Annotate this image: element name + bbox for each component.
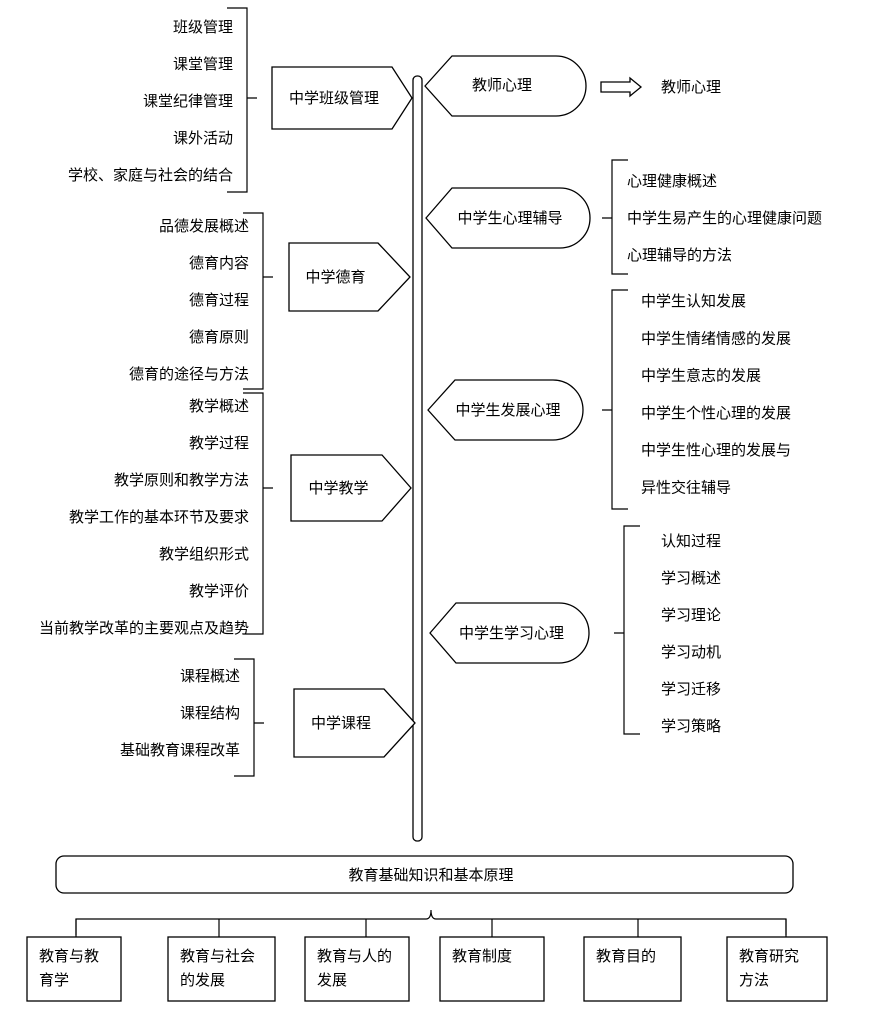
left-group-node-1 xyxy=(288,242,411,312)
right-group-node-2 xyxy=(429,602,590,664)
left-group-0-item-4: 学校、家庭与社会的结合 xyxy=(68,166,233,184)
base-box-0 xyxy=(26,936,122,1002)
left-group-bracket-2 xyxy=(243,392,273,635)
right-group-2-item-4: 学习迁移 xyxy=(661,680,721,698)
base-box-2-line-0: 教育与人的 xyxy=(317,947,392,965)
left-group-2-item-4: 教学组织形式 xyxy=(159,545,249,563)
right-top-title: 教师心理 xyxy=(472,76,532,94)
right-group-0-item-0: 心理健康概述 xyxy=(627,172,717,190)
right-group-node-0 xyxy=(425,187,591,249)
right-group-2-item-5: 学习策略 xyxy=(661,717,721,735)
left-group-2-item-5: 教学评价 xyxy=(189,582,249,600)
left-group-1-item-3: 德育原则 xyxy=(189,328,249,346)
left-group-1-item-0: 品德发展概述 xyxy=(159,217,249,235)
right-group-2-item-3: 学习动机 xyxy=(661,643,721,661)
left-group-title-2: 中学教学 xyxy=(308,479,368,497)
left-group-bracket-1 xyxy=(243,212,273,390)
right-group-0-item-2: 心理辅导的方法 xyxy=(627,246,732,264)
base-title-box xyxy=(55,855,794,894)
left-group-3-item-0: 课程概述 xyxy=(180,667,240,685)
left-group-0-item-2: 课堂纪律管理 xyxy=(143,92,233,110)
right-group-title-2: 中学生学习心理 xyxy=(459,624,564,642)
base-box-4-line-0: 教育目的 xyxy=(596,947,656,965)
left-group-bracket-3 xyxy=(234,658,264,777)
left-group-title-1: 中学德育 xyxy=(305,268,365,286)
left-group-1-item-4: 德育的途径与方法 xyxy=(129,365,249,383)
right-group-bracket-0 xyxy=(602,159,628,275)
base-box-2 xyxy=(304,936,410,1002)
right-group-title-0: 中学生心理辅导 xyxy=(457,209,562,227)
left-group-node-2 xyxy=(290,454,412,522)
base-box-0-line-1: 育学 xyxy=(39,971,69,989)
base-box-5-line-1: 方法 xyxy=(739,971,769,989)
left-group-2-item-2: 教学原则和教学方法 xyxy=(114,471,249,489)
base-box-1-line-1: 的发展 xyxy=(180,971,225,989)
left-group-2-item-0: 教学概述 xyxy=(189,397,249,415)
right-group-2-item-2: 学习理论 xyxy=(661,606,721,624)
left-group-3-item-2: 基础教育课程改革 xyxy=(120,741,240,759)
right-group-node-1 xyxy=(427,379,584,441)
left-group-1-item-1: 德育内容 xyxy=(189,254,249,272)
base-box-4 xyxy=(583,936,682,1002)
right-top-node xyxy=(424,55,587,117)
right-group-1-item-1: 中学生情绪情感的发展 xyxy=(641,329,791,347)
base-box-5-line-0: 教育研究 xyxy=(739,947,799,965)
left-group-node-3 xyxy=(293,688,416,758)
base-box-1 xyxy=(167,936,276,1002)
base-box-2-line-1: 发展 xyxy=(317,971,347,989)
left-group-node-0 xyxy=(271,66,413,130)
left-group-title-0: 中学班级管理 xyxy=(289,89,379,107)
double-arrow-icon xyxy=(600,76,643,98)
left-group-2-item-3: 教学工作的基本环节及要求 xyxy=(69,508,249,526)
central-trunk xyxy=(412,75,423,842)
left-group-1-item-2: 德育过程 xyxy=(189,291,249,309)
right-group-2-item-1: 学习概述 xyxy=(661,569,721,587)
right-group-1-item-2: 中学生意志的发展 xyxy=(641,367,761,385)
left-group-0-item-1: 课堂管理 xyxy=(173,55,233,73)
base-title: 教育基础知识和基本原理 xyxy=(348,866,513,884)
right-group-bracket-1 xyxy=(602,289,628,510)
left-group-title-3: 中学课程 xyxy=(311,714,371,732)
left-group-2-item-1: 教学过程 xyxy=(189,434,249,452)
left-group-0-item-0: 班级管理 xyxy=(173,18,233,36)
right-group-1-item-3: 中学生个性心理的发展 xyxy=(641,404,791,422)
base-brace xyxy=(75,909,787,935)
base-box-1-line-0: 教育与社会 xyxy=(180,947,255,965)
base-box-0-line-0: 教育与教 xyxy=(39,947,99,965)
right-top-target: 教师心理 xyxy=(661,78,721,96)
right-group-1-item-0: 中学生认知发展 xyxy=(641,292,746,310)
left-group-2-item-6: 当前教学改革的主要观点及趋势 xyxy=(39,619,249,637)
right-group-2-item-0: 认知过程 xyxy=(661,532,721,550)
left-group-0-item-3: 课外活动 xyxy=(173,129,233,147)
right-group-title-1: 中学生发展心理 xyxy=(455,401,560,419)
left-group-bracket-0 xyxy=(227,7,257,193)
right-group-0-item-1: 中学生易产生的心理健康问题 xyxy=(627,209,822,227)
left-group-3-item-1: 课程结构 xyxy=(180,704,240,722)
base-box-3-line-0: 教育制度 xyxy=(452,947,512,965)
base-box-3 xyxy=(439,936,545,1002)
right-group-1-item-5: 异性交往辅导 xyxy=(641,479,731,497)
right-group-bracket-2 xyxy=(614,525,640,735)
right-group-1-item-4: 中学生性心理的发展与 xyxy=(641,441,791,459)
base-box-5 xyxy=(726,936,828,1002)
